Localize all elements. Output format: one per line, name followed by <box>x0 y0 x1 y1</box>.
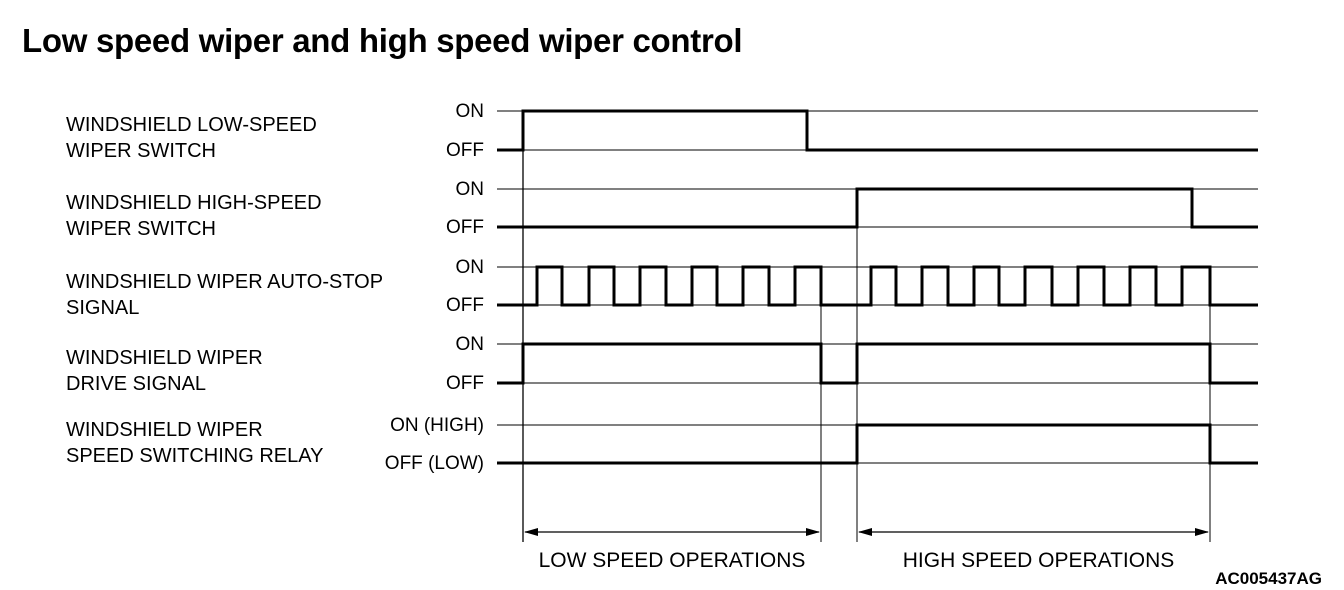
signal-name-line: WINDSHIELD WIPER AUTO-STOP <box>66 271 383 293</box>
level-on-label: ON <box>456 257 485 278</box>
waveform-2 <box>497 187 1258 229</box>
operation-spans: LOW SPEED OPERATIONS HIGH SPEED OPERATION… <box>524 528 1209 572</box>
signal-name: WINDSHIELD WIPER DRIVE SIGNAL <box>66 347 263 395</box>
figure-reference-code: AC005437AG <box>1215 569 1322 588</box>
reference-lines <box>497 110 1258 542</box>
operation-label: LOW SPEED OPERATIONS <box>539 549 806 572</box>
level-off-label: OFF <box>446 295 484 316</box>
signal-labels: WINDSHIELD LOW-SPEED WIPER SWITCH ON OFF WIN… <box>66 101 484 474</box>
signal-name-line: WINDSHIELD LOW-SPEED <box>66 114 317 136</box>
waveform-5 <box>497 423 1258 465</box>
arrow-right-icon <box>806 528 820 536</box>
level-on-label: ON <box>456 101 485 122</box>
signal-name: WINDSHIELD WIPER SPEED SWITCHING RELAY <box>66 419 323 467</box>
signal-name-line: WIPER SWITCH <box>66 140 216 162</box>
signal-name-line: SIGNAL <box>66 297 139 319</box>
signal-name-line: WINDSHIELD HIGH-SPEED <box>66 192 322 214</box>
level-on-label: ON <box>456 179 485 200</box>
level-on-label: ON (HIGH) <box>390 415 484 436</box>
level-off-label: OFF <box>446 373 484 394</box>
level-off-label: OFF (LOW) <box>385 453 484 474</box>
waveforms <box>497 109 1258 465</box>
arrow-right-icon <box>1195 528 1209 536</box>
signal-name: WINDSHIELD LOW-SPEED WIPER SWITCH <box>66 114 317 162</box>
signal-name: WINDSHIELD HIGH-SPEED WIPER SWITCH <box>66 192 322 240</box>
operation-label: HIGH SPEED OPERATIONS <box>903 549 1175 572</box>
level-off-label: OFF <box>446 140 484 161</box>
signal-name-line: SPEED SWITCHING RELAY <box>66 445 323 467</box>
level-off-label: OFF <box>446 217 484 238</box>
signal-name-line: DRIVE SIGNAL <box>66 373 206 395</box>
diagram-title: Low speed wiper and high speed wiper con… <box>22 22 743 59</box>
waveform-4 <box>497 342 1258 385</box>
level-on-label: ON <box>456 334 485 355</box>
arrow-left-icon <box>524 528 538 536</box>
signal-name-line: WINDSHIELD WIPER <box>66 347 263 369</box>
signal-name-line: WINDSHIELD WIPER <box>66 419 263 441</box>
signal-name-line: WIPER SWITCH <box>66 218 216 240</box>
arrow-left-icon <box>858 528 872 536</box>
signal-name: WINDSHIELD WIPER AUTO-STOP SIGNAL <box>66 271 383 319</box>
waveform-1 <box>497 109 1258 152</box>
waveform-3 <box>497 265 1258 307</box>
